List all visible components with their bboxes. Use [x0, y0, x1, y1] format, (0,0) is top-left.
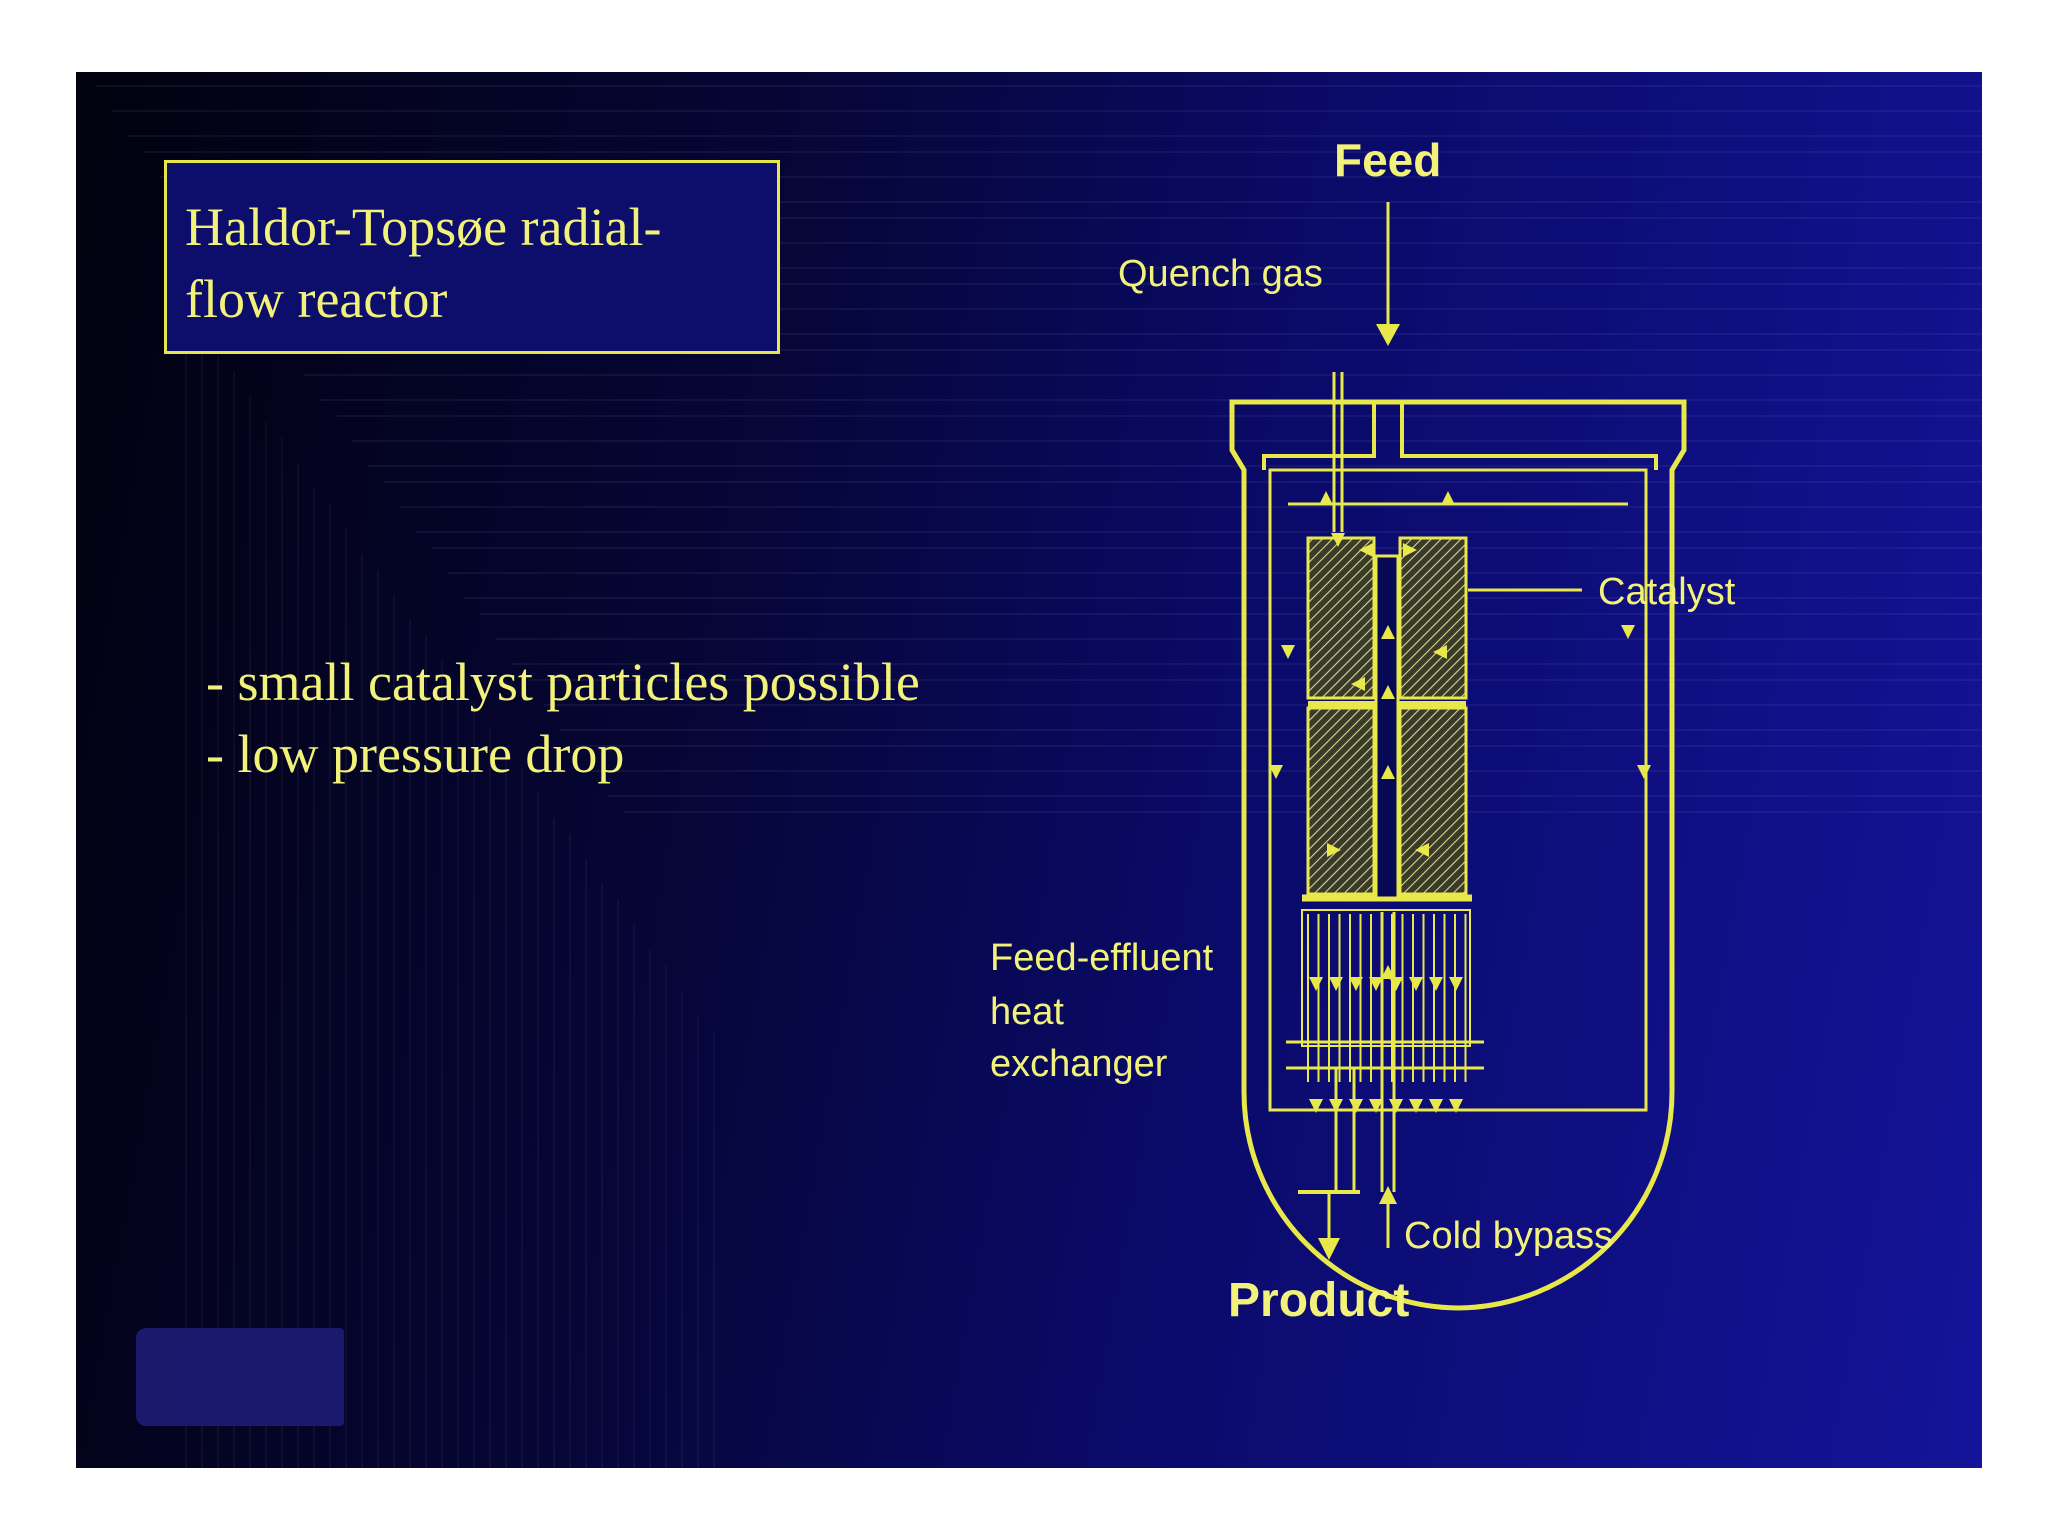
- flow-arrow: [1381, 765, 1395, 779]
- exchanger-label-line-2: heat: [990, 991, 1064, 1033]
- flow-arrow: [1389, 977, 1403, 991]
- flow-arrow: [1269, 765, 1283, 779]
- exchanger-label-line-3: exchanger: [990, 1043, 1168, 1085]
- flow-arrow: [1359, 543, 1373, 557]
- flow-arrow: [1349, 1099, 1363, 1113]
- flow-arrow: [1349, 977, 1363, 991]
- product-arrow: [1318, 1192, 1340, 1260]
- product-label: Product: [1228, 1274, 1409, 1327]
- flow-arrow: [1381, 625, 1395, 639]
- slide-title-line-1: Haldor-Topsøe radial-: [185, 197, 662, 257]
- catalyst-bed-upper-left: [1306, 536, 1376, 700]
- flow-arrow: [1309, 977, 1323, 991]
- flow-arrow: [1381, 965, 1395, 979]
- flow-arrow: [1329, 1099, 1343, 1113]
- flow-arrow: [1319, 491, 1333, 505]
- bullet-list: - small catalyst particles possible - lo…: [206, 646, 920, 790]
- flow-arrow: [1409, 1099, 1423, 1113]
- flow-arrow: [1621, 625, 1635, 639]
- reactor-vessel-outer: [1229, 399, 1687, 1311]
- flow-arrow: [1327, 843, 1341, 857]
- flow-arrow: [1637, 765, 1651, 779]
- title-box: Haldor-Topsøe radial- flow reactor: [164, 160, 780, 354]
- flow-arrow: [1441, 491, 1455, 505]
- catalyst-bed-lower-left: [1306, 706, 1376, 896]
- flow-arrow: [1309, 1099, 1323, 1113]
- flow-arrow: [1449, 977, 1463, 991]
- flow-arrow: [1429, 1099, 1443, 1113]
- feed-nozzle: [1262, 402, 1658, 470]
- quench-gas-label: Quench gas: [1118, 253, 1323, 295]
- slide-background: Haldor-Topsøe radial- flow reactor - sma…: [76, 72, 1982, 1468]
- flow-arrow: [1403, 543, 1417, 557]
- flow-arrow: [1415, 843, 1429, 857]
- flow-arrow: [1381, 685, 1395, 699]
- catalyst-bed-lower-right: [1398, 706, 1468, 896]
- flow-arrow: [1351, 677, 1365, 691]
- bullet-item: - low pressure drop: [206, 724, 625, 784]
- heat-exchanger-tubes: [1307, 914, 1467, 1082]
- flow-arrow: [1329, 977, 1343, 991]
- catalyst-label: Catalyst: [1598, 571, 1736, 613]
- flow-arrow: [1331, 533, 1345, 547]
- flow-arrows: [1269, 491, 1651, 1113]
- flow-arrow: [1449, 1099, 1463, 1113]
- slide-title-line-2: flow reactor: [185, 269, 448, 329]
- flow-arrow: [1389, 1099, 1403, 1113]
- feed-label: Feed: [1334, 134, 1441, 186]
- catalyst-bed-upper-right: [1398, 536, 1468, 700]
- flow-arrow: [1433, 645, 1447, 659]
- flow-arrow: [1409, 977, 1423, 991]
- cold-bypass-arrow: [1379, 1186, 1397, 1248]
- corner-logo: [136, 1328, 344, 1426]
- center-pipe: [1374, 554, 1400, 900]
- flow-arrow: [1281, 645, 1295, 659]
- exchanger-label-line-1: Feed-effluent: [990, 937, 1214, 979]
- flow-arrow: [1369, 1099, 1383, 1113]
- heat-exchanger-shell: [1301, 909, 1471, 1047]
- flow-arrow: [1369, 977, 1383, 991]
- reactor-inner-shell: [1268, 468, 1648, 1112]
- background-grid-lines: [96, 85, 1982, 1468]
- feed-arrow: [1376, 202, 1400, 346]
- bullet-item: - small catalyst particles possible: [206, 652, 920, 712]
- reactor-diagram: Feed Quench gas Catalyst Feed-effluent h…: [990, 134, 1736, 1327]
- cold-bypass-label: Cold bypass: [1404, 1215, 1613, 1257]
- flow-arrow: [1429, 977, 1443, 991]
